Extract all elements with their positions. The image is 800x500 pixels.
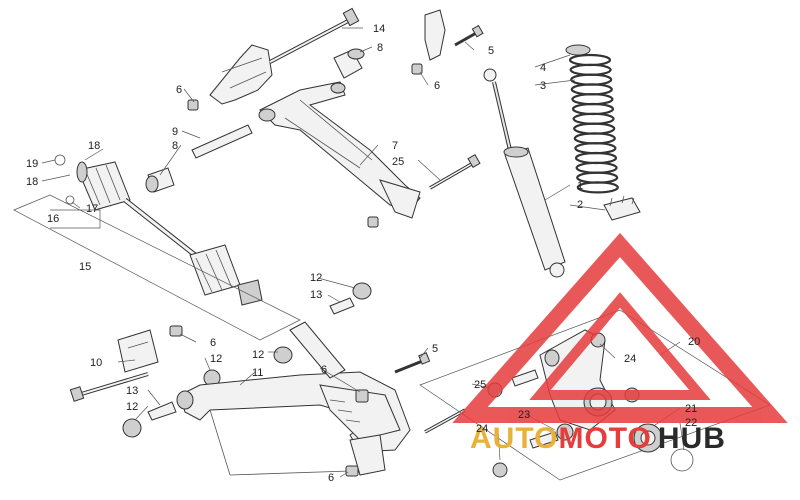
callout-8-top: 8	[377, 42, 383, 54]
bushing-8-left	[145, 167, 175, 193]
spring-coil	[574, 151, 618, 165]
sleeve-9	[191, 124, 253, 159]
lower-a-arm	[176, 321, 411, 476]
nut-6-lower-arm	[355, 389, 369, 403]
top-mount-bracket	[209, 44, 273, 105]
callout-20: 20	[688, 336, 700, 348]
callout-25-lower: 25	[474, 379, 486, 391]
sleeve-13-left	[147, 401, 177, 421]
callout-1: 1	[577, 180, 583, 192]
sleeve-13-top	[329, 297, 355, 315]
spring-coil	[573, 132, 616, 145]
bolt-5-lower	[394, 352, 431, 374]
callout-6-lower-left: 6	[210, 337, 216, 349]
callout-11: 11	[252, 367, 263, 379]
spring-seat-2	[603, 195, 641, 221]
spring-coil	[568, 53, 612, 67]
spring-coil	[569, 63, 612, 76]
bushing-24-lower	[492, 462, 508, 478]
spring-coil	[570, 73, 613, 86]
spring-coil	[576, 181, 619, 194]
callout-16: 16	[47, 213, 59, 225]
callout-6-bottom: 6	[328, 472, 334, 484]
bushing-12-top	[352, 282, 372, 300]
spring-coil	[576, 171, 619, 184]
callout-6-top: 6	[176, 84, 182, 96]
callout-5-lower: 5	[432, 343, 438, 355]
nut-6-bottom	[345, 465, 359, 477]
clip-17	[65, 195, 75, 205]
lower-bracket	[117, 329, 159, 373]
shock-bracket	[424, 9, 484, 61]
callout-12-mid: 12	[252, 349, 264, 361]
clip-19	[54, 154, 66, 166]
bushing-12-lower	[122, 418, 142, 438]
bolt-10	[69, 372, 149, 402]
callout-13-left: 13	[126, 385, 138, 397]
cv-axle	[76, 161, 263, 306]
bracket-16-box	[50, 209, 101, 229]
shock-absorber	[483, 68, 566, 278]
bolt-25-upper	[429, 153, 481, 190]
nut-6-shock	[411, 63, 423, 75]
callout-23: 23	[518, 409, 530, 421]
callout-6-shock: 6	[434, 80, 440, 92]
watermark-part-moto: MOTO	[558, 422, 651, 455]
callout-12-lower: 12	[126, 401, 138, 413]
nut-6-lower-left	[169, 325, 183, 337]
callout-7: 7	[392, 140, 398, 152]
callout-22: 22	[685, 417, 697, 429]
watermark-part-hub: HUB	[658, 422, 726, 455]
callout-24-right: 24	[624, 353, 636, 365]
bolt-14	[269, 7, 360, 64]
bushing-12-mid	[273, 346, 293, 364]
callout-2: 2	[577, 199, 583, 211]
callout-6-lower-arm: 6	[321, 364, 327, 376]
callout-17: 17	[86, 203, 98, 215]
bushing-8-top	[333, 48, 365, 79]
callout-19: 19	[26, 158, 38, 170]
bolt-25-lower	[424, 408, 466, 434]
spring-coil	[571, 102, 615, 116]
callout-5-top: 5	[488, 45, 494, 57]
callout-9: 9	[172, 126, 178, 138]
callout-18-left: 18	[26, 176, 38, 188]
spring-coil	[572, 112, 615, 125]
callout-12-top: 12	[310, 272, 322, 284]
callout-13-top: 13	[310, 289, 322, 301]
callout-25-top: 25	[392, 156, 404, 168]
bearing-21	[633, 423, 663, 453]
spring-coil	[574, 142, 617, 155]
watermark-logo	[452, 232, 788, 423]
callout-14: 14	[373, 23, 385, 35]
bushing-23	[529, 423, 574, 449]
callout-8-left: 8	[172, 140, 178, 152]
snap-ring-22	[670, 448, 694, 472]
callout-15: 15	[79, 261, 91, 273]
spring-coil	[571, 93, 614, 106]
spring-retainer-4	[565, 44, 591, 56]
watermark-triangle	[452, 232, 788, 423]
callout-24-lower: 24	[476, 423, 488, 435]
watermark-part-auto: AUTO	[470, 422, 558, 455]
nut-6-upper-arm	[367, 216, 379, 228]
spring-coil	[570, 83, 613, 96]
callout-10: 10	[90, 357, 102, 369]
callout-4: 4	[540, 62, 546, 74]
callout-12-left: 12	[210, 353, 222, 365]
callout-18-top: 18	[88, 140, 100, 152]
callout-3: 3	[540, 80, 546, 92]
axle-group-outline	[13, 194, 301, 341]
spring-coil	[575, 161, 618, 174]
callout-21: 21	[685, 403, 697, 415]
upper-a-arm	[258, 81, 421, 219]
spring-coil	[573, 122, 616, 135]
callout-labels: 14 8 6 9 8 7 25 5 6 4 3 1 2 18 19 18 17 …	[26, 23, 700, 484]
nut-6-top	[187, 99, 199, 111]
coil-spring-3	[568, 53, 619, 194]
